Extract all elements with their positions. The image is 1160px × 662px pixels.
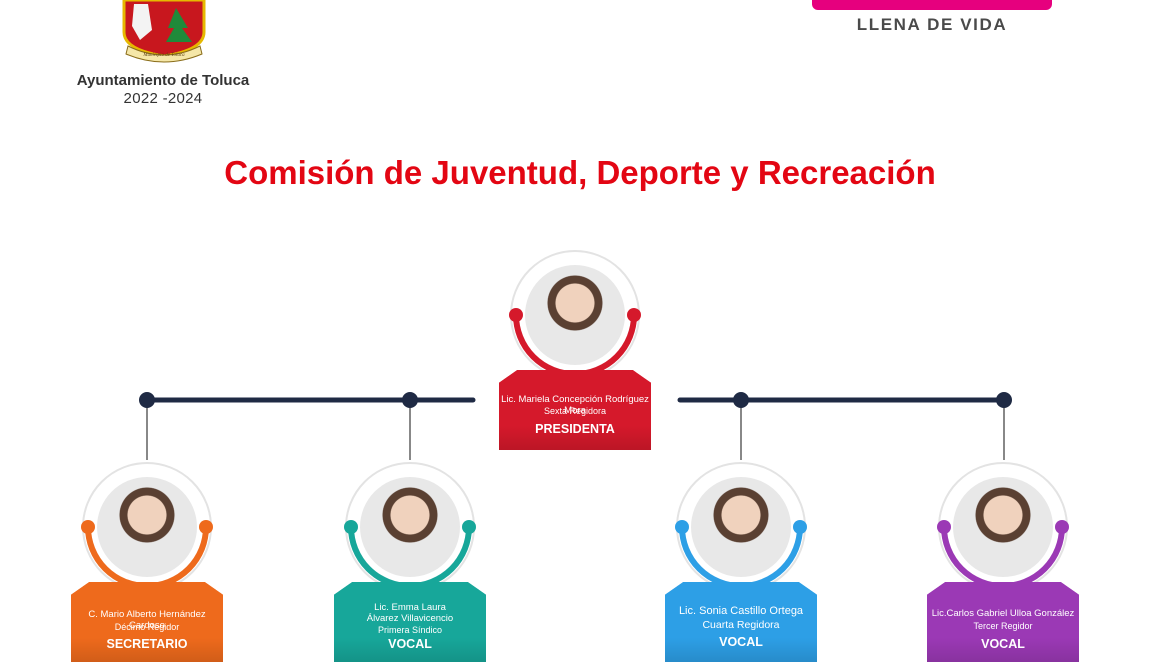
connector-node [402, 392, 418, 408]
svg-text:Municipio de Toluca: Municipio de Toluca [142, 53, 185, 58]
member-title: Sexta Regidora [543, 406, 607, 416]
commission-title: Comisión de Juventud, Deporte y Recreaci… [224, 154, 936, 191]
member-title: Décimo Regidor [114, 622, 180, 632]
member-role: PRESIDENTA [535, 422, 615, 436]
connector-node [733, 392, 749, 408]
member-name: Lic. Emma Laura Álvarez Villavicencio [366, 602, 454, 624]
portrait-photo [97, 477, 197, 577]
name-plate: C. Mario Alberto Hernández Cardoso Décim… [71, 582, 223, 662]
member-name: C. Mario Alberto Hernández Cardoso [88, 609, 206, 631]
connector-node [996, 392, 1012, 408]
member-role: SECRETARIO [106, 637, 188, 651]
member-role: VOCAL [981, 637, 1025, 651]
organization-term: 2022 -2024 [123, 90, 203, 107]
member-name: Lic. Sonia Castillo Ortega [678, 605, 804, 617]
toluca-brand-logo [812, 0, 1052, 10]
portrait-photo [525, 265, 625, 365]
member-title: Cuarta Regidora [702, 619, 780, 631]
member-title: Tercer Regidor [973, 621, 1033, 631]
toluca-seal-logo: Municipio de Toluca [122, 0, 206, 63]
portrait-photo [360, 477, 460, 577]
name-plate: Lic. Mariela Concepción Rodríguez Mora S… [499, 370, 651, 450]
portrait-photo [691, 477, 791, 577]
connector-node [139, 392, 155, 408]
organization-name: Ayuntamiento de Toluca [76, 72, 250, 89]
name-plate: Lic. Emma Laura Álvarez Villavicencio Pr… [334, 582, 486, 662]
name-plate: Lic.Carlos Gabriel Ulloa González Tercer… [927, 582, 1079, 662]
member-name: Lic.Carlos Gabriel Ulloa González [931, 608, 1075, 619]
member-role: VOCAL [388, 637, 432, 651]
portrait-photo [953, 477, 1053, 577]
member-role: VOCAL [719, 635, 763, 649]
brand-tagline: LLENA DE VIDA [856, 15, 1008, 34]
name-plate: Lic. Sonia Castillo Ortega Cuarta Regido… [665, 582, 817, 662]
member-name: Lic. Mariela Concepción Rodríguez Mora [501, 394, 649, 416]
member-title: Primera Síndico [377, 625, 443, 635]
